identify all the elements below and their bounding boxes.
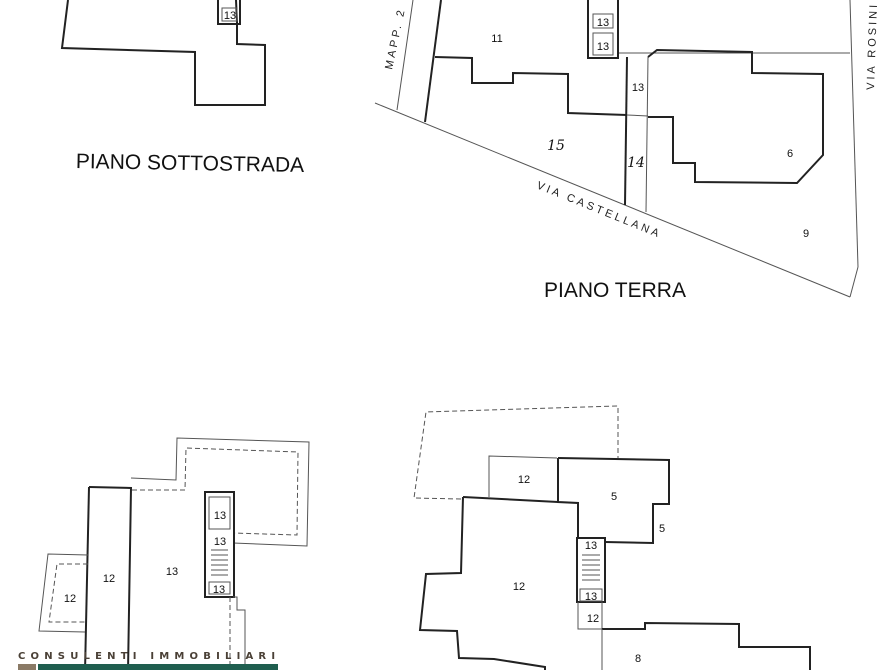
stair-block [587,0,619,59]
room-label: 12 [64,593,76,605]
room-label: 13 [585,591,597,603]
room-label: 11 [491,33,502,45]
room-label: 5 [611,491,617,503]
room-label: 13 [213,584,225,596]
street-label-rosini: VIA ROSINI [865,2,880,90]
plan-first-floor: 12 13 13 13 13 12 [38,437,310,670]
stair-block [217,0,241,25]
room-label: 12 [513,581,525,593]
plan-second-floor: 12 5 5 12 13 13 12 8 [413,405,811,670]
room-label: 12 [103,573,115,585]
room-label: 9 [803,228,809,240]
plan-ground-floor: 11 13 13 13 15 14 6 9 MAPP. 2 VIA CASTEL… [374,0,880,302]
plan-basement: 13 PIANO SOTTOSTRADA [60,0,305,177]
stair-block [576,537,606,603]
floor-title-basement: PIANO SOTTOSTRADA [76,150,305,177]
room-label: 12 [518,474,530,486]
room-label: 13 [597,41,609,53]
room-label: 5 [659,523,665,535]
room-label: 8 [635,653,641,665]
room-label: 6 [787,148,793,160]
room-label: 13 [597,17,609,29]
watermark-bar [38,664,278,670]
room-label: 13 [632,82,644,94]
room-label: 13 [166,566,178,578]
room-label: 13 [214,536,226,548]
room-label-handwritten: 15 [547,138,565,154]
room-label-handwritten: 14 [627,155,645,171]
street-label-castellana: VIA CASTELLANA [535,180,663,241]
room-label: 12 [587,613,599,625]
watermark-square [18,664,36,670]
room-label: 13 [224,10,236,22]
watermark-text: CONSULENTI IMMOBILIARI [18,651,281,662]
floor-title-ground: PIANO TERRA [544,279,686,302]
stair-block [204,491,235,598]
room-label: 13 [585,540,597,552]
room-label: 13 [214,510,226,522]
